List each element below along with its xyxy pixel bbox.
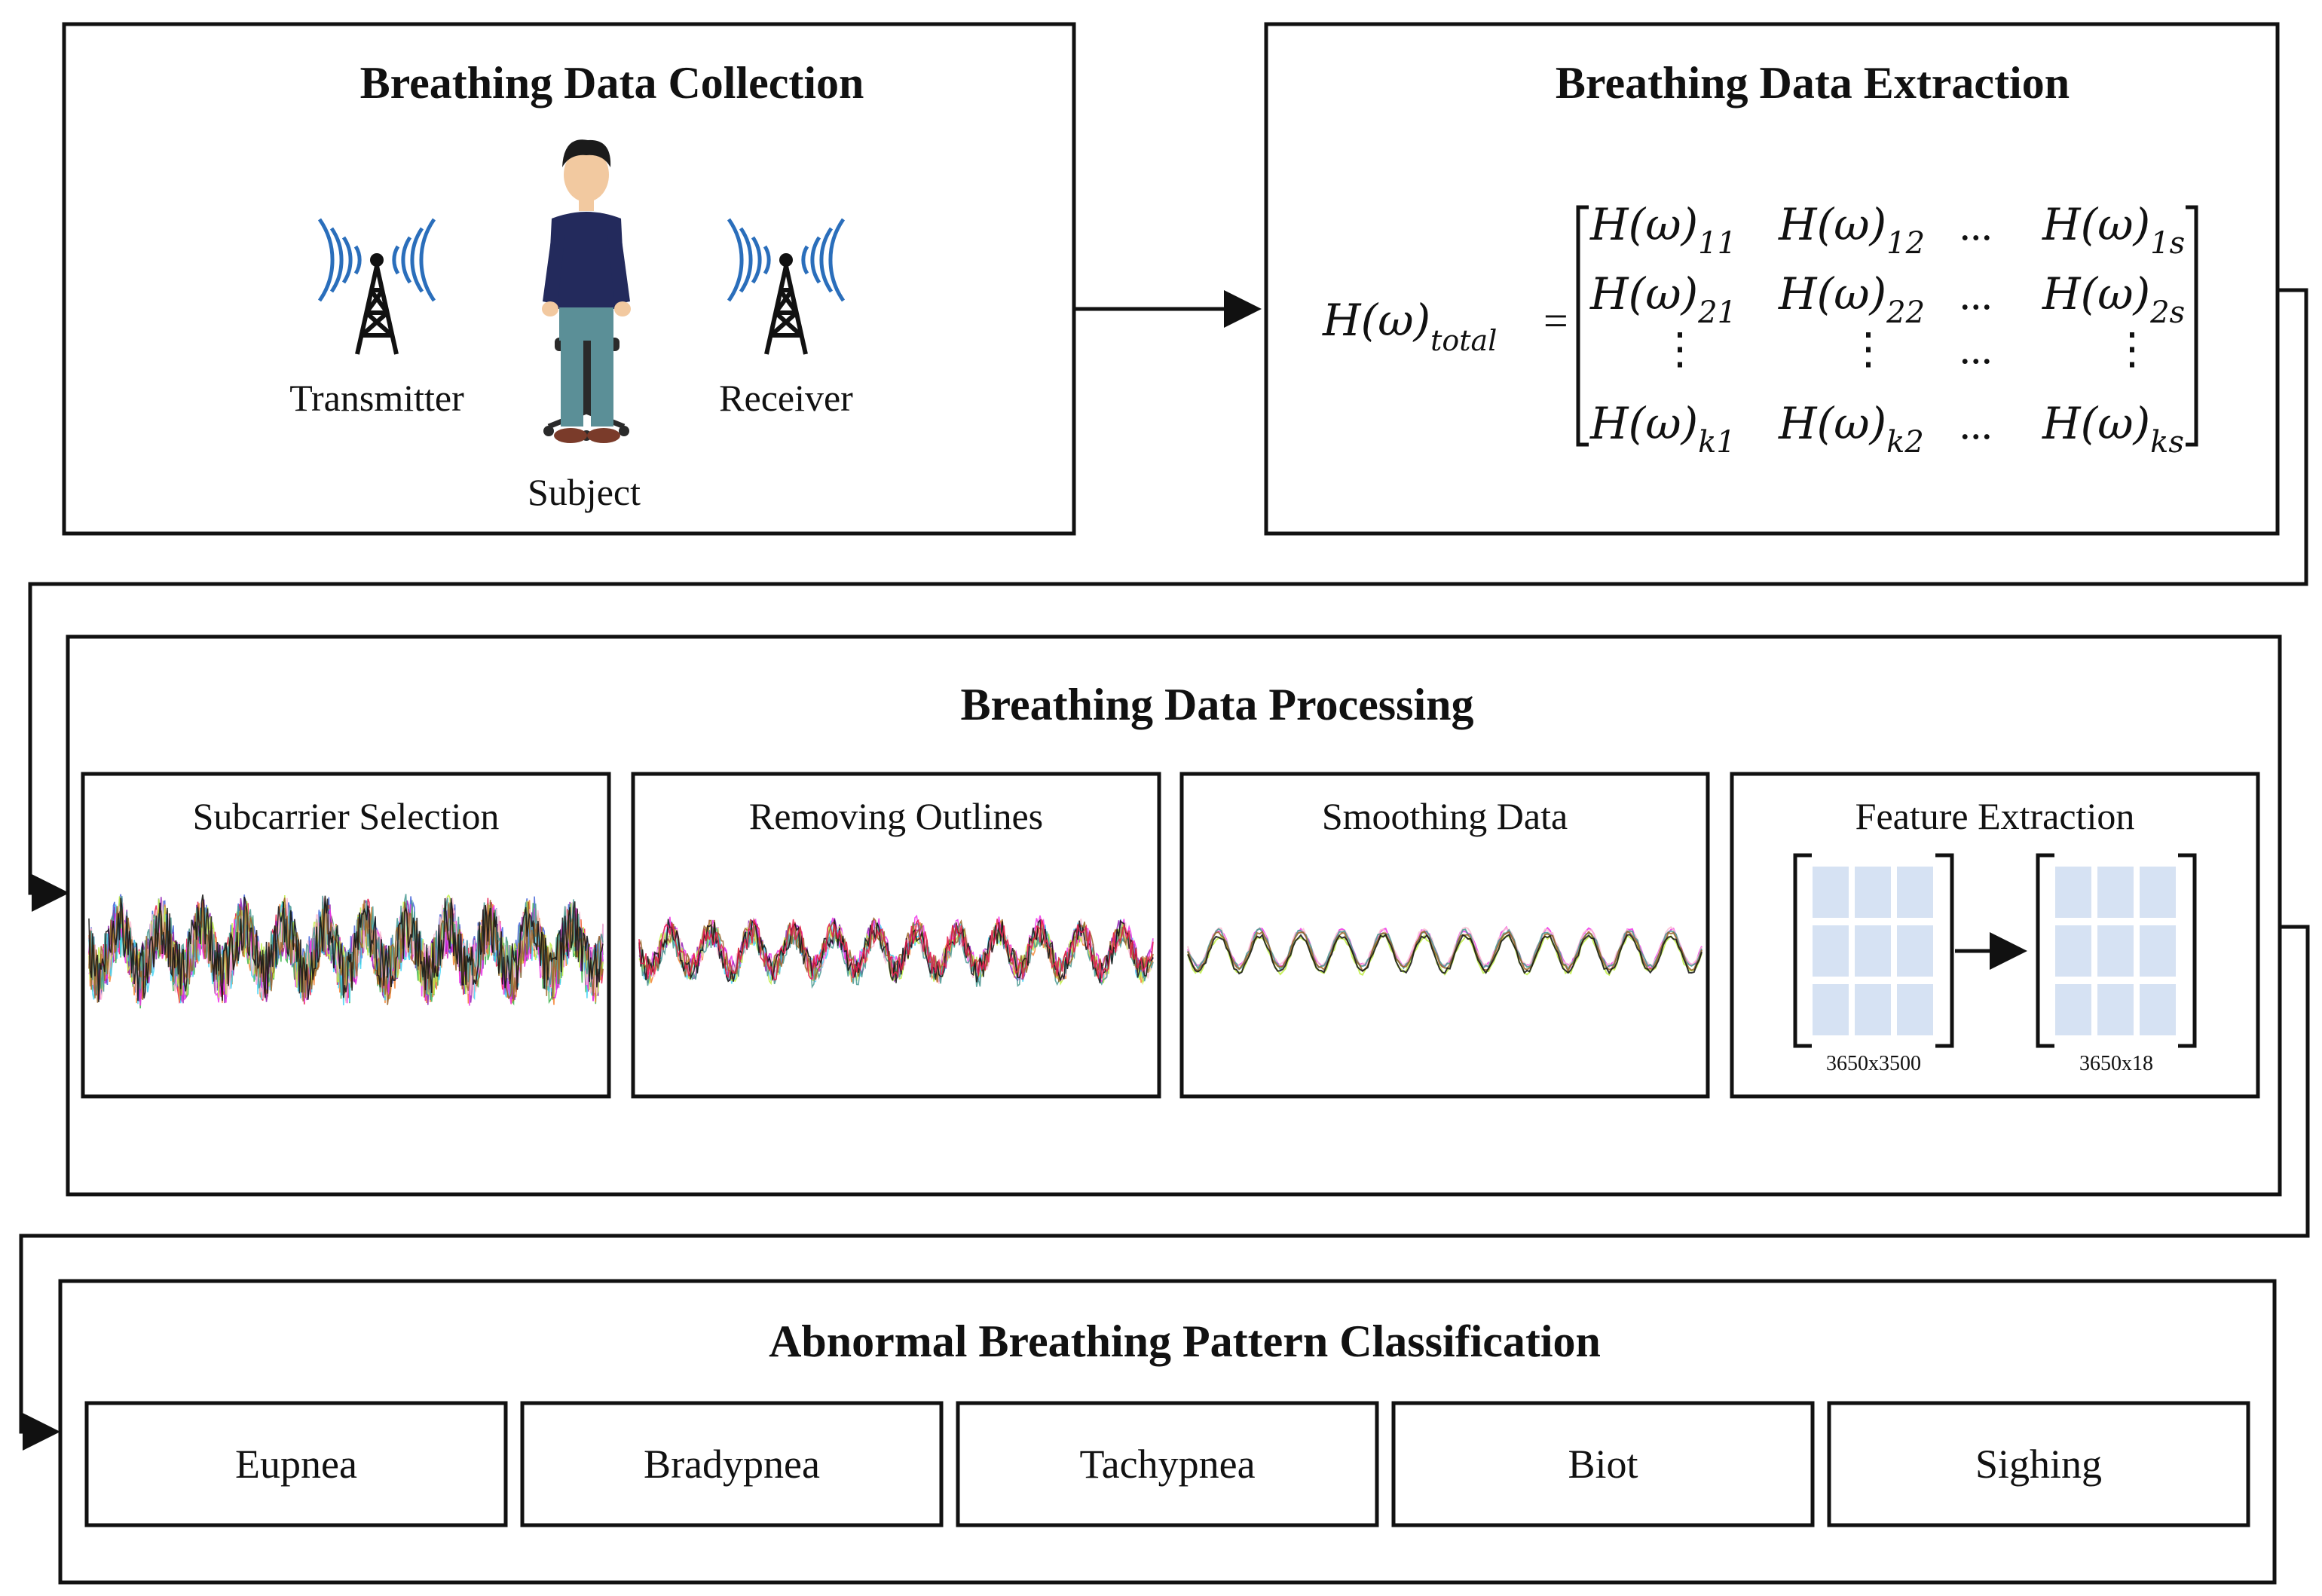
grid-cell [1855,925,1891,977]
step-label: Subcarrier Selection [193,795,500,837]
signal-plot-raw [88,894,604,1009]
arrow-processing-to-classification [19,925,2310,1451]
signal-trace [638,914,1154,984]
input-size-label: 3650x3500 [1826,1052,1921,1075]
class-item-sighing: Sighing [1827,1401,2250,1527]
matrix-cell: ... [1959,200,1993,249]
collection-panel: Breathing Data Collection Transmitter [62,22,1076,536]
transmitter-antenna-icon [317,218,436,355]
matrix-right-bracket [2186,205,2198,447]
matrix-cell: ... [1959,399,1993,448]
step-label: Smoothing Data [1322,795,1568,837]
grid-cell [1813,925,1849,977]
matrix-cell: H(ω)1s [2042,199,2185,261]
class-item-eupnea: Eupnea [84,1401,508,1527]
grid-cell [2097,984,2134,1035]
class-item-bradypnea: Bradypnea [520,1401,944,1527]
output-matrix-icon [2036,853,2197,1048]
step-label: Feature Extraction [1855,795,2135,837]
class-item-tachypnea: Tachypnea [956,1401,1379,1527]
grid-cell [2140,867,2176,918]
matrix-cell: H(ω)22 [1778,268,1925,330]
extraction-box [1264,22,2280,536]
step-removing-outlines: Removing Outlines [631,772,1161,1099]
processing-panel: Breathing Data Processing Subcarrier Sel… [66,634,2282,1197]
class-box [1391,1401,1815,1527]
extraction-panel: Breathing Data Extraction H(ω)total = H(… [1264,22,2280,536]
signal-trace [1187,930,1702,973]
step-feature-extraction: Feature Extraction 3650x3500 3650x18 [1730,772,2260,1099]
step-label: Removing Outlines [749,795,1043,837]
signal-plot-smoothed [1187,925,1702,977]
matrix-cell: ⋮ [1658,324,1702,373]
grid-cell [2140,925,2176,977]
equation-lhs-subscript: total [1430,324,1497,357]
classification-title: Abnormal Breathing Pattern Classificatio… [769,1316,1601,1366]
matrix-cell: ... [1959,324,1993,373]
class-label: Biot [1568,1442,1638,1487]
subject-person-icon [542,139,631,443]
matrix-cell: H(ω)2s [2042,268,2185,330]
extraction-title: Breathing Data Extraction [1556,58,2070,108]
grid-cell [2097,925,2134,977]
receiver-label: Receiver [719,377,853,419]
grid-cell [2055,925,2091,977]
signal-trace [88,897,604,1005]
grid-cell [2140,984,2176,1035]
grid-cell [2097,867,2134,918]
matrix-cell: H(ω)12 [1778,199,1925,261]
equation-equals: = [1543,296,1568,345]
matrix-cell: ⋮ [2110,324,2154,373]
matrix-cell: H(ω)11 [1589,199,1736,261]
grid-cell [1897,984,1933,1035]
signal-trace [88,894,604,1002]
step-subcarrier-selection: Subcarrier Selection [81,772,611,1099]
input-matrix-icon [1793,853,1954,1048]
equation-lhs: H(ω)total [1322,295,1497,357]
matrix-cell: H(ω)k1 [1589,398,1736,460]
matrix-cell: H(ω)k2 [1778,398,1924,460]
class-box [1827,1401,2250,1527]
matrix-cell: H(ω)ks [2042,398,2184,460]
transmitter-label: Transmitter [289,377,464,419]
subject-label: Subject [528,471,641,513]
receiver-antenna-icon [727,218,846,355]
signal-plot-filtered [638,914,1154,989]
grid-cell [2055,984,2091,1035]
matrix-left-bracket [1576,205,1589,447]
output-size-label: 3650x18 [2079,1052,2153,1075]
processing-title: Breathing Data Processing [960,680,1473,729]
step-box [1179,772,1710,1099]
grid-cell [1897,925,1933,977]
class-list: Eupnea Bradypnea Tachypnea Biot Sighing [84,1401,2250,1527]
equation-lhs-base: H(ω) [1322,295,1430,346]
collection-title: Breathing Data Collection [360,58,864,108]
signal-trace [1187,934,1702,975]
grid-cell [1855,867,1891,918]
class-label: Sighing [1975,1442,2102,1487]
class-box [520,1401,944,1527]
grid-cell [1813,867,1849,918]
matrix-cell: H(ω)21 [1589,268,1736,330]
matrix: H(ω)11 H(ω)12... H(ω)1sH(ω)21 H(ω)22... H(ω)… [1589,199,2185,460]
grid-cell [1897,867,1933,918]
arrow-extraction-to-processing [28,288,2308,912]
class-box [84,1401,508,1527]
grid-cell [2055,867,2091,918]
class-label: Eupnea [235,1442,357,1487]
class-label: Bradypnea [644,1442,820,1487]
signal-trace [638,919,1154,981]
class-box [956,1401,1379,1527]
step-smoothing-data: Smoothing Data [1179,772,1710,1099]
class-item-biot: Biot [1391,1401,1815,1527]
grid-cell [1855,984,1891,1035]
class-label: Tachypnea [1079,1442,1255,1487]
grid-cell [1813,984,1849,1035]
matrix-cell: ⋮ [1846,324,1890,373]
step-box [631,772,1161,1099]
matrix-cell: ... [1959,270,1993,319]
classification-panel: Abnormal Breathing Pattern Classificatio… [58,1279,2277,1585]
